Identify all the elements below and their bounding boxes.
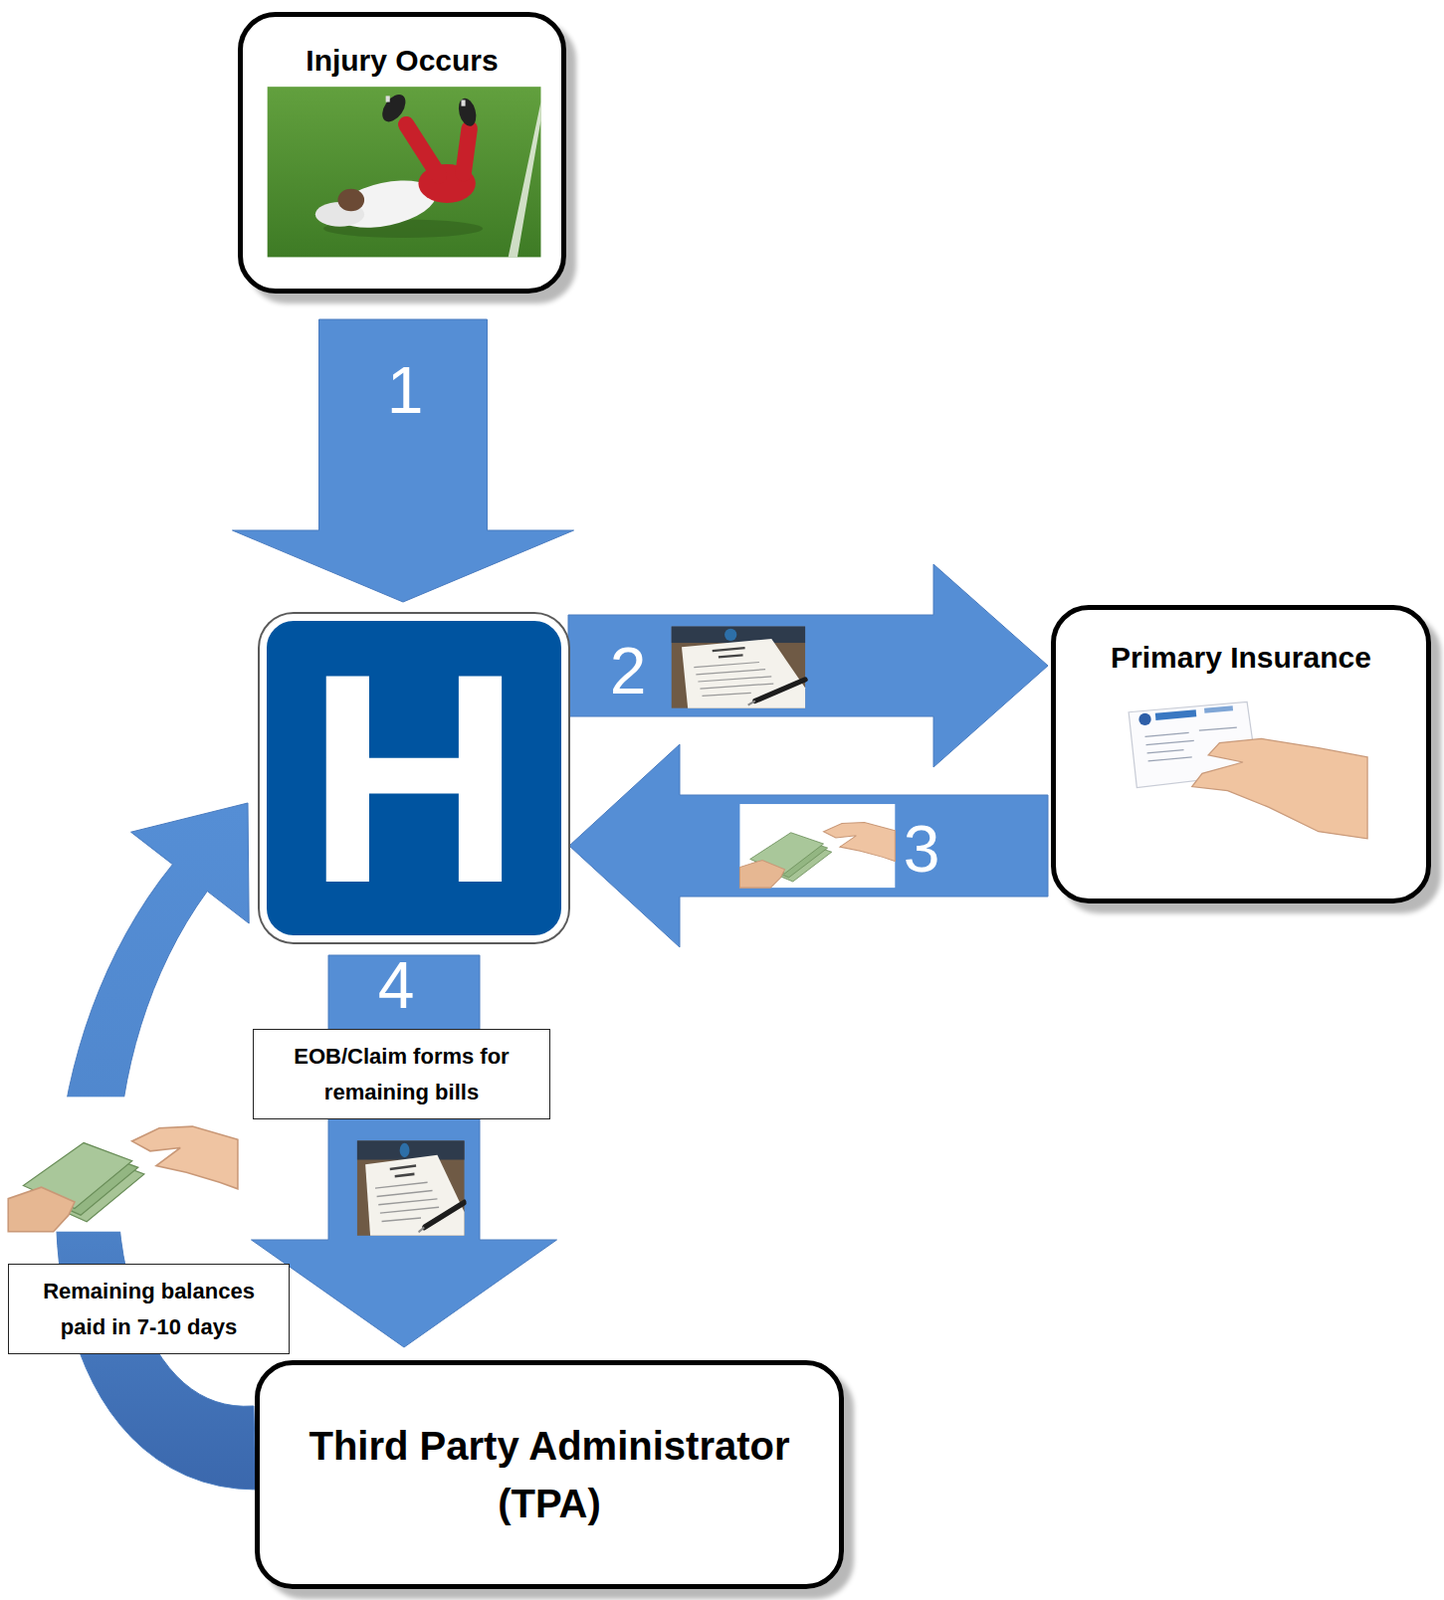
- block-arrow: [568, 564, 1048, 768]
- callout-number: 4: [378, 952, 415, 1019]
- administrator-box: Third Party Administrator (TPA): [254, 1360, 844, 1590]
- payment-photo: [739, 804, 895, 888]
- node-title: Primary Insurance: [1110, 639, 1372, 676]
- node-title: Injury Occurs: [305, 42, 498, 79]
- edge-label: Remaining balances paid in 7-10 days: [22, 1273, 275, 1344]
- injury-photo: [267, 86, 542, 257]
- hospital-letter: H: [306, 658, 523, 898]
- callout-holder: 2: [610, 637, 647, 704]
- event-box: Injury Occurs: [237, 11, 567, 294]
- hospital-sign: H: [259, 614, 569, 943]
- claim-form-photo: [671, 626, 806, 709]
- block-arrow: [569, 744, 1048, 948]
- block-arrow: [232, 319, 575, 603]
- callout-number: 2: [610, 637, 647, 704]
- insurer-box: Primary Insurance: [1050, 605, 1432, 904]
- edge-label-box: Remaining balances paid in 7-10 days: [7, 1263, 290, 1355]
- node-title: Third Party Administrator (TPA): [275, 1417, 824, 1533]
- callout-number: 1: [387, 357, 424, 423]
- payment-photo: [7, 1096, 238, 1232]
- callout-holder: 4: [378, 952, 415, 1019]
- callout-number: 3: [903, 816, 941, 882]
- callout-holder: 1: [387, 357, 424, 423]
- edge-label: EOB/Claim forms for remaining bills: [267, 1038, 536, 1109]
- edge-label-box: EOB/Claim forms for remaining bills: [252, 1029, 551, 1120]
- claim-form-photo: [357, 1140, 465, 1236]
- insurance-card-photo: [1128, 702, 1368, 839]
- callout-holder: 3: [903, 816, 941, 882]
